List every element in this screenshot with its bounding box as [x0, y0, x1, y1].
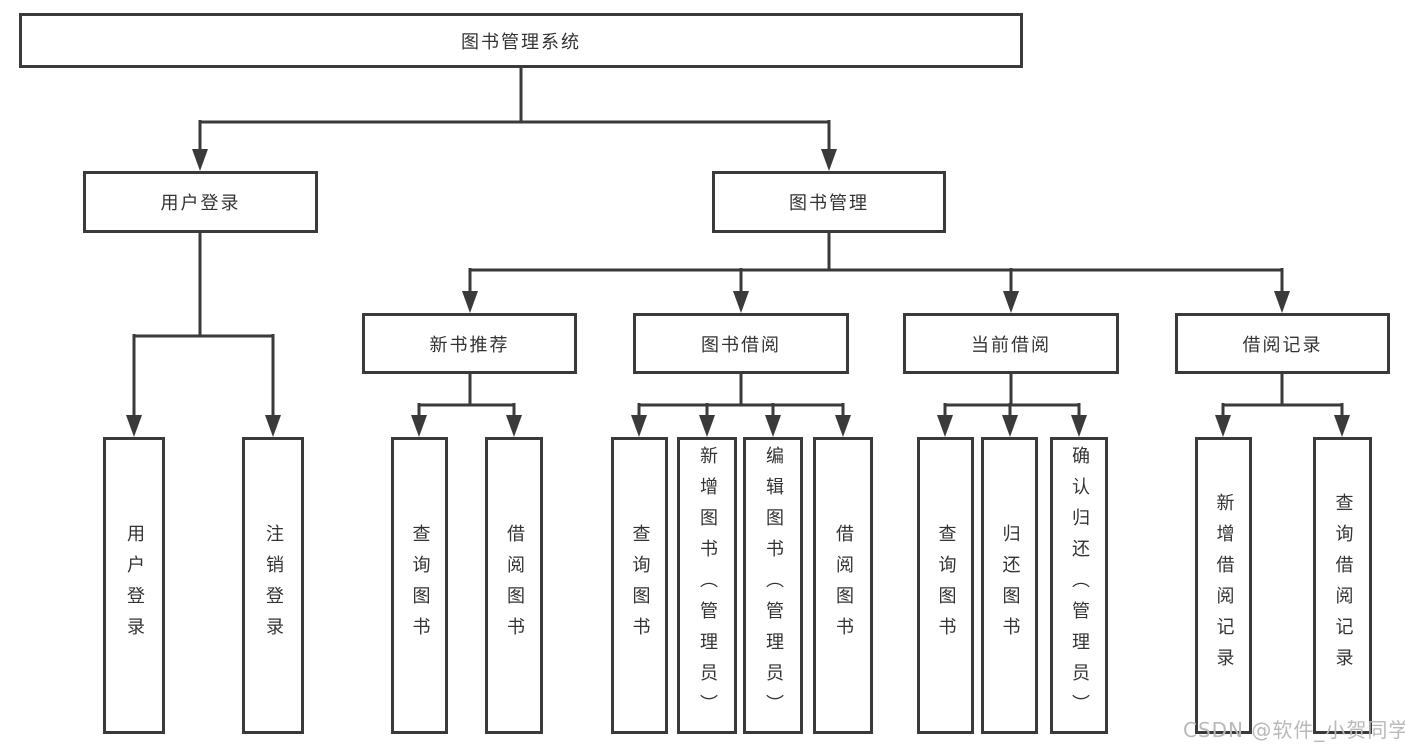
leaf-user-login: 用户登录 — [103, 437, 165, 734]
leaf-query-borrow-record-label: 查询借阅记录 — [1332, 492, 1354, 679]
node-new-book-recommendation: 新书推荐 — [362, 313, 577, 374]
leaf-borrow-books-borrowing: 借阅图书 — [813, 437, 873, 734]
connector-current-borrowing — [937, 374, 1087, 437]
leaf-query-borrow-record: 查询借阅记录 — [1313, 437, 1372, 734]
leaf-borrow-books-recommend-label: 借阅图书 — [504, 523, 525, 648]
leaf-query-books-borrowing-label: 查询图书 — [629, 523, 651, 648]
leaf-edit-book-admin: 编辑图书（管理员） — [743, 437, 803, 734]
leaf-borrow-books-recommend: 借阅图书 — [485, 437, 543, 734]
node-new-book-recommendation-label: 新书推荐 — [429, 334, 510, 356]
node-book-management-label: 图书管理 — [789, 193, 869, 214]
leaf-confirm-return-admin: 确认归还（管理员） — [1050, 437, 1108, 734]
leaf-query-books-recommend-label: 查询图书 — [409, 523, 431, 648]
connector-borrowing-records — [1215, 374, 1350, 437]
node-book-management: 图书管理 — [712, 171, 946, 233]
node-current-borrowing-label: 当前借阅 — [971, 334, 1051, 356]
leaf-query-books-current-label: 查询图书 — [935, 523, 957, 648]
leaf-add-book-admin: 新增图书（管理员） — [677, 437, 737, 734]
node-borrowing-records: 借阅记录 — [1175, 313, 1390, 374]
node-user-login-label: 用户登录 — [160, 193, 241, 214]
leaf-logout-label: 注销登录 — [263, 523, 284, 648]
node-book-borrowing-label: 图书借阅 — [701, 334, 781, 356]
connector-user-login — [126, 233, 281, 437]
leaf-query-books-borrowing: 查询图书 — [611, 437, 668, 734]
node-root: 图书管理系统 — [19, 13, 1023, 68]
leaf-borrow-books-borrowing-label: 借阅图书 — [833, 523, 854, 648]
node-user-login: 用户登录 — [83, 171, 318, 233]
node-current-borrowing: 当前借阅 — [903, 313, 1119, 374]
leaf-logout: 注销登录 — [242, 437, 304, 734]
node-borrowing-records-label: 借阅记录 — [1242, 334, 1323, 356]
connector-book-borrowing — [631, 374, 851, 437]
connector-book-management — [462, 233, 1290, 313]
leaf-add-borrow-record: 新增借阅记录 — [1195, 437, 1252, 734]
leaf-confirm-return-admin-label: 确认归还（管理员） — [1069, 446, 1090, 725]
node-root-label: 图书管理系统 — [461, 31, 581, 53]
connector-new-book-recommendation — [411, 374, 522, 437]
node-book-borrowing: 图书借阅 — [633, 313, 849, 374]
leaf-edit-book-admin-label: 编辑图书（管理员） — [763, 446, 784, 725]
leaf-user-login-label: 用户登录 — [124, 523, 145, 648]
leaf-query-books-current: 查询图书 — [917, 437, 974, 734]
leaf-add-book-admin-label: 新增图书（管理员） — [697, 446, 718, 725]
leaf-add-borrow-record-label: 新增借阅记录 — [1213, 492, 1235, 679]
connector-root — [192, 68, 837, 171]
leaf-return-books: 归还图书 — [981, 437, 1038, 734]
leaf-query-books-recommend: 查询图书 — [391, 437, 448, 734]
leaf-return-books-label: 归还图书 — [999, 523, 1021, 648]
watermark: CSDN @软件_小贺同学 — [1183, 718, 1405, 742]
